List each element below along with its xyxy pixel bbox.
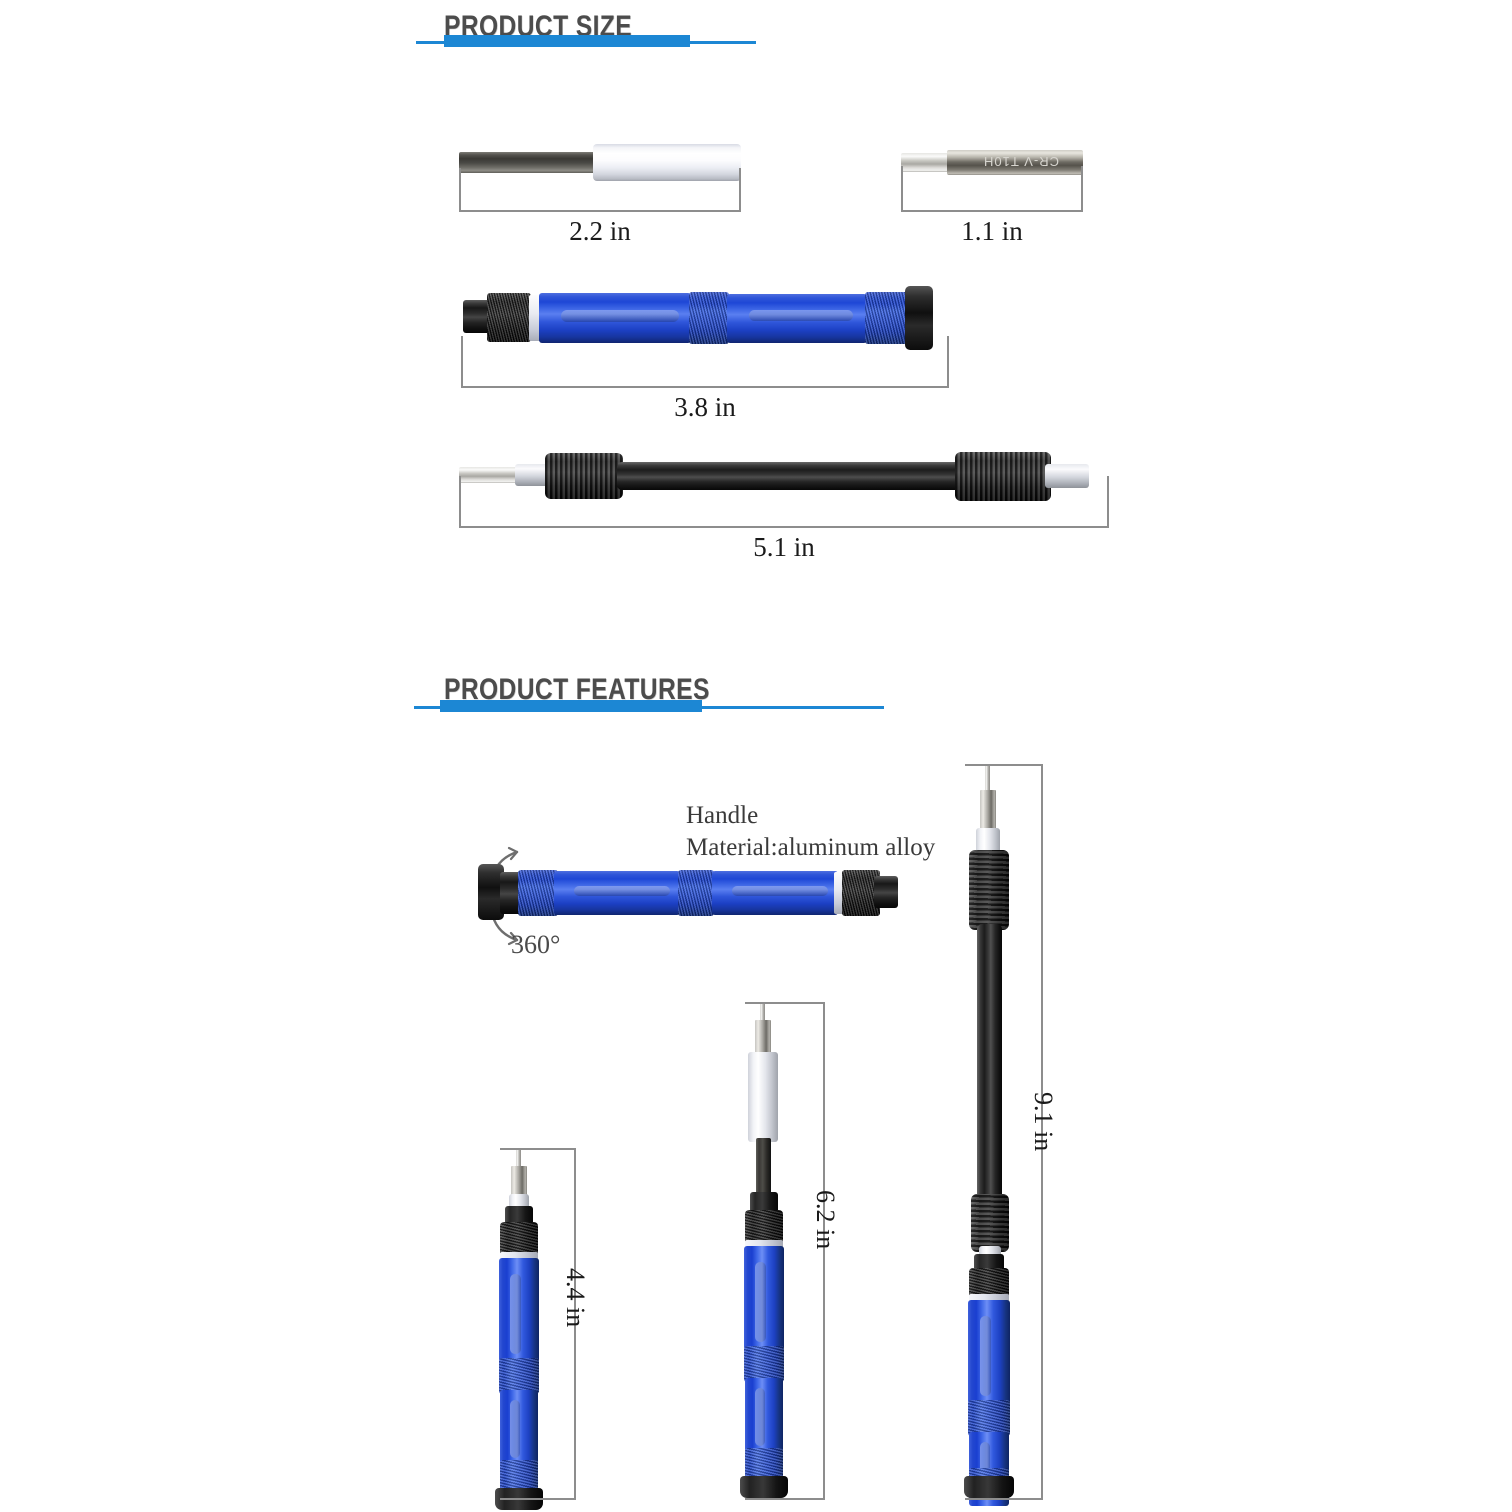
features-rule-thick — [440, 700, 702, 712]
dimension-label-3-8in: 3.8 in — [674, 392, 736, 422]
assembly2-swivel-cap — [740, 1476, 788, 1498]
handle-callout: Handle Material:aluminum alloy — [686, 800, 935, 864]
dimension-line-3-8in — [461, 336, 949, 388]
product-features-header: PRODUCT FEATURES — [0, 665, 1512, 725]
extension-bar-hex-shaft — [459, 152, 597, 173]
assembly1-bit-tip — [516, 1148, 521, 1170]
feature-handle-end-knurl — [518, 870, 558, 916]
dimension-line-1-1in — [901, 166, 1083, 212]
assembly3-flex-rod — [977, 924, 1002, 1202]
assembly2-bit-tip — [760, 1002, 765, 1024]
dimension-line-2-2in — [459, 168, 741, 212]
assembly2-end-knurl — [745, 1448, 783, 1480]
assembly3-swivel-cap — [964, 1476, 1014, 1498]
assembly2-blue-body-upper — [744, 1246, 784, 1350]
feature-handle-center-knurl — [678, 870, 714, 916]
aluminum-handle-illustration — [461, 274, 949, 354]
screwdriver-bit-illustration: CR-V T10H — [901, 143, 1083, 181]
assembly1-chuck-knurl — [500, 1222, 538, 1256]
bit-torx-tip — [901, 153, 953, 172]
handle-center-knurl — [689, 292, 729, 344]
flex-shaft-grip-right — [955, 452, 1051, 501]
dimension-label-1-1in: 1.1 in — [961, 216, 1023, 246]
dimension-line-9-1in — [965, 764, 1043, 1500]
assembly3-flex-grip-top — [969, 850, 1009, 930]
assembly2-extension-silver-sleeve — [748, 1052, 778, 1142]
handle-end-knurl — [865, 292, 909, 344]
assembly1-groove-lower — [510, 1400, 520, 1458]
extension-bar-illustration — [459, 140, 741, 185]
assembly2-bit — [755, 1020, 771, 1056]
bit-hex-body — [947, 150, 1083, 175]
assembly2-chuck-knurl — [745, 1210, 783, 1244]
handle-white-ring-left — [529, 295, 541, 341]
assembly1-center-knurl — [499, 1358, 539, 1394]
assembly2-white-ring — [745, 1240, 783, 1249]
assembly3-chuck-knurl — [969, 1268, 1009, 1298]
assembly3-center-knurl — [968, 1400, 1010, 1436]
handle-blue-body-upper — [539, 293, 691, 343]
dimension-line-6-2in — [745, 1002, 825, 1500]
assembly3-groove-upper — [980, 1316, 991, 1396]
flex-shaft-hex-tip — [459, 467, 521, 483]
feature-handle-groove-left — [574, 886, 670, 896]
assembly1-blue-body-lower — [500, 1390, 538, 1464]
feature-handle-blue-body-right — [712, 871, 838, 915]
dimension-line-4-4in — [500, 1148, 576, 1500]
rotation-label-360: 360° — [511, 930, 561, 959]
flex-shaft-silver-collar-right — [1045, 464, 1089, 488]
feature-handle-chuck-nose — [874, 876, 898, 908]
handle-groove-upper — [561, 310, 679, 322]
assembly3-bit — [980, 790, 996, 834]
assembly2-extension-hex-shaft — [756, 1138, 771, 1202]
assembly3-white-ring — [969, 1294, 1009, 1303]
assembly2-groove-lower — [755, 1388, 765, 1446]
flexible-shaft-illustration — [459, 440, 1109, 512]
dimension-label-6-2in: 6.2 in — [811, 1190, 840, 1250]
assembly1-bit — [511, 1166, 527, 1200]
assembly1-blue-body-upper — [499, 1258, 539, 1362]
assembly2-center-knurl — [744, 1346, 784, 1382]
assembly2-blue-body-lower — [745, 1378, 783, 1452]
assembly3-flex-grip-bottom — [971, 1194, 1009, 1252]
assembly1-white-ring — [500, 1252, 538, 1261]
flex-shaft-grip-left — [545, 453, 623, 499]
product-size-header: PRODUCT SIZE — [0, 0, 1512, 60]
handle-blue-body-lower — [727, 294, 867, 343]
feature-handle-swivel-cap — [478, 864, 504, 920]
dimension-label-2-2in: 2.2 in — [569, 216, 631, 246]
assembly3-bit-tip — [985, 764, 990, 794]
dimension-label-9-1in: 9.1 in — [1029, 1092, 1058, 1152]
assembly2-groove-upper — [755, 1262, 766, 1342]
flex-shaft-rod — [617, 462, 963, 490]
assembly-9-1in-illustration — [952, 764, 1036, 1506]
feature-handle-chuck-knurl — [842, 870, 880, 916]
feature-handle-illustration — [478, 856, 898, 932]
handle-callout-line1: Handle — [686, 802, 759, 829]
assembly1-groove-upper — [510, 1274, 521, 1354]
dimension-label-5-1in: 5.1 in — [753, 532, 815, 562]
header-rule-thick — [444, 35, 690, 47]
feature-handle-groove-right — [732, 886, 828, 896]
assembly-6-2in-illustration — [730, 1002, 810, 1500]
handle-swivel-cap — [905, 286, 933, 350]
dimension-label-4-4in: 4.4 in — [561, 1268, 590, 1328]
handle-chuck-knurl — [487, 293, 531, 342]
assembly1-end-knurl — [500, 1460, 538, 1492]
extension-bar-silver-sleeve — [593, 144, 741, 181]
dimension-line-5-1in — [459, 476, 1109, 528]
feature-handle-cap-neck — [500, 872, 522, 914]
handle-callout-line2: Material:aluminum alloy — [686, 834, 936, 861]
handle-groove-lower — [749, 310, 853, 321]
feature-handle-blue-body-left — [554, 871, 680, 915]
assembly3-blue-body-upper — [968, 1300, 1010, 1404]
